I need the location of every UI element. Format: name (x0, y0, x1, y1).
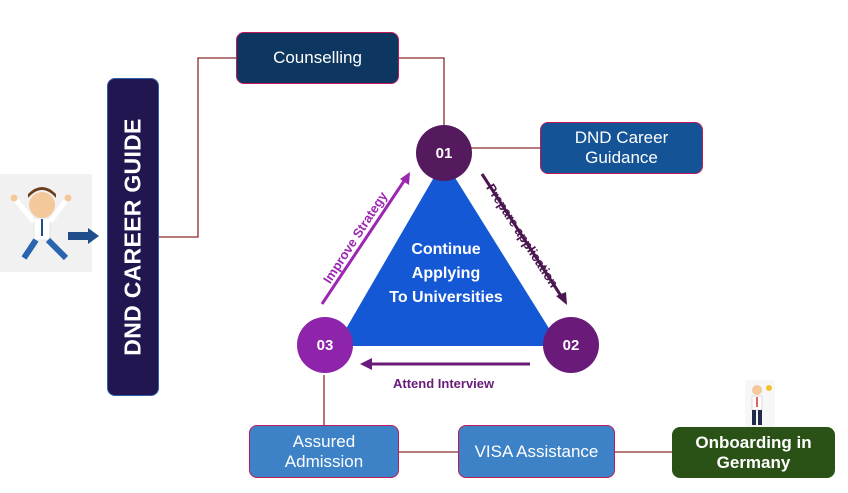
step-career-guidance-line2: Guidance (585, 148, 658, 167)
center-line1: Continue (411, 241, 481, 258)
node-03-label: 03 (316, 336, 334, 354)
banner-title: DND CAREER GUIDE (119, 118, 146, 356)
node-02[interactable]: 02 (543, 317, 599, 373)
connector-guide-counselling (159, 57, 237, 238)
step-career-guidance-line1: DND Career (574, 128, 669, 147)
step-assured-line2: Admission (284, 451, 364, 471)
node-03[interactable]: 03 (297, 317, 353, 373)
step-visa-label: VISA Assistance (474, 441, 599, 461)
step-onboarding-line1: Onboarding in (695, 432, 812, 452)
success-man-trophy-icon (745, 380, 775, 428)
step-assured-admission[interactable]: Assured Admission (249, 425, 399, 478)
dnd-career-guide-banner: DND CAREER GUIDE (107, 78, 159, 396)
step-visa-assistance[interactable]: VISA Assistance (458, 425, 615, 478)
step-career-guidance[interactable]: DND Career Guidance (540, 122, 703, 174)
cycle-triangle (336, 160, 560, 346)
right-arrow-icon (68, 228, 99, 244)
node-01[interactable]: 01 (416, 125, 472, 181)
step-counselling-label: Counselling (273, 48, 362, 67)
step-assured-line1: Assured (292, 431, 356, 451)
step-onboarding-germany[interactable]: Onboarding in Germany (672, 427, 835, 478)
node-02-label: 02 (562, 336, 580, 354)
center-line3: To Universities (389, 289, 503, 306)
connector-counselling-01 (398, 57, 445, 128)
happy-running-man-icon (0, 174, 92, 272)
step-onboarding-line2: Germany (716, 452, 791, 472)
step-counselling[interactable]: Counselling (236, 32, 399, 84)
center-line2: Applying (411, 265, 481, 282)
arrow-attend (360, 358, 530, 370)
label-attend-interview: Attend Interview (393, 376, 495, 391)
arrow-improve (320, 172, 410, 305)
connector-lines (159, 57, 672, 453)
arrow-prepare (480, 173, 567, 305)
cycle-center-text: Continue Applying To Universities (376, 238, 516, 310)
node-01-label: 01 (435, 144, 453, 162)
